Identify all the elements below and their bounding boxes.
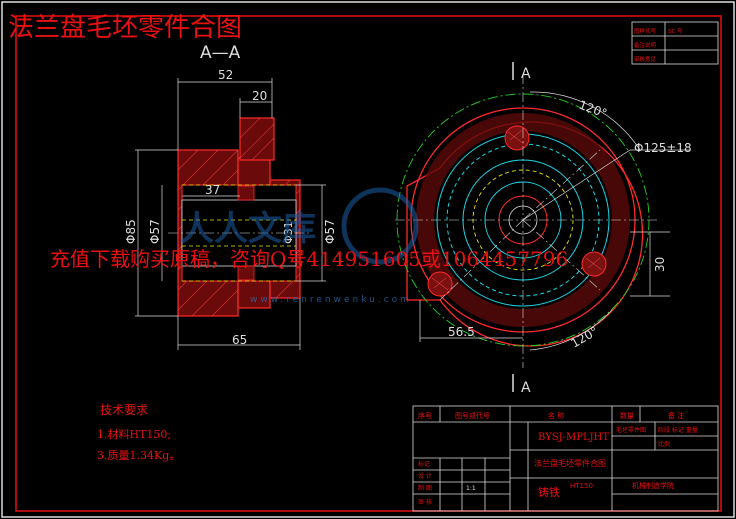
dia-57-right: Φ57 (323, 219, 337, 244)
title-block (412, 405, 719, 512)
tb-header-note: 备 注 (668, 411, 684, 420)
tb-row-label-3: 审 核 (418, 498, 432, 506)
dim-56-5: 56.5 (448, 325, 475, 339)
corner-table (631, 21, 719, 65)
dim-65: 65 (232, 333, 247, 347)
mark-a-top: A (521, 66, 531, 82)
dia-85: Φ85 (124, 219, 138, 244)
dim-37: 37 (205, 183, 220, 197)
tb-header-seq: 序号 (418, 411, 432, 420)
watermark-banner: 充值下载购买原稿，咨询Q号414951605或1064457796 (50, 247, 568, 271)
dim-52: 52 (218, 68, 233, 82)
mark-a-bottom: A (521, 380, 531, 396)
top-view: A A 120° 120° Φ125±18 56.5 30 (395, 62, 692, 396)
tb-scale: 比例 (658, 440, 670, 448)
corner-r3c1: 审核意见 (634, 55, 657, 63)
tb-stage: 阶段 标记 重量 (658, 426, 698, 434)
tb-header-code: 图号或代号 (455, 411, 490, 420)
tb-header-name: 名 称 (548, 411, 564, 420)
drawing-title: 法兰盘毛坯零件合图 (8, 13, 242, 43)
tb-material: HT150 (570, 482, 593, 490)
dim-30: 30 (653, 257, 667, 272)
tb-header-qty: 数量 (620, 411, 634, 420)
section-view: 52 20 37 65 Φ85 Φ57 Φ57 Φ31 (124, 68, 337, 350)
tb-row-label-2: 制 图 (418, 484, 432, 492)
svg-text:人人文库: 人人文库 (180, 209, 316, 249)
tech-item1: 1.材料HT150; (97, 427, 171, 441)
dia-31: Φ31 (282, 221, 295, 244)
watermark-logo: 人人文库 (180, 187, 419, 265)
tech-heading: 技术要求 (100, 403, 148, 417)
tb-scale-value: 1:1 (466, 485, 476, 492)
section-label: A—A (200, 43, 241, 63)
tb-row-label-0: 标记 (418, 460, 430, 468)
dia-125: Φ125±18 (634, 141, 692, 155)
corner-r1c1: 图样代号 (634, 27, 657, 35)
tech-item2: 3.质量1.34Kg。 (97, 449, 180, 462)
tb-school: 机械制造学院 (632, 481, 674, 490)
corner-r2c1: 备注说明 (634, 41, 657, 49)
tb-part-name: 法兰盘毛坯零件合图 (534, 458, 606, 468)
dim-20: 20 (252, 89, 267, 103)
inner-frame (15, 15, 722, 512)
angle-top: 120° (577, 98, 609, 121)
watermark-url: www.renrenwenku.com (250, 295, 412, 305)
tb-row-label-1: 设 计 (418, 472, 432, 480)
corner-r1c2: SC 号 (668, 28, 683, 35)
tb-drawing-tag: 毛坯零件图 (616, 426, 646, 434)
dia-57-left: Φ57 (148, 219, 162, 244)
angle-bottom: 120° (569, 324, 601, 351)
tb-drawing-no: BYSJ-MPLJHT (538, 432, 609, 443)
tb-material-label: 铸铁 (538, 485, 560, 499)
